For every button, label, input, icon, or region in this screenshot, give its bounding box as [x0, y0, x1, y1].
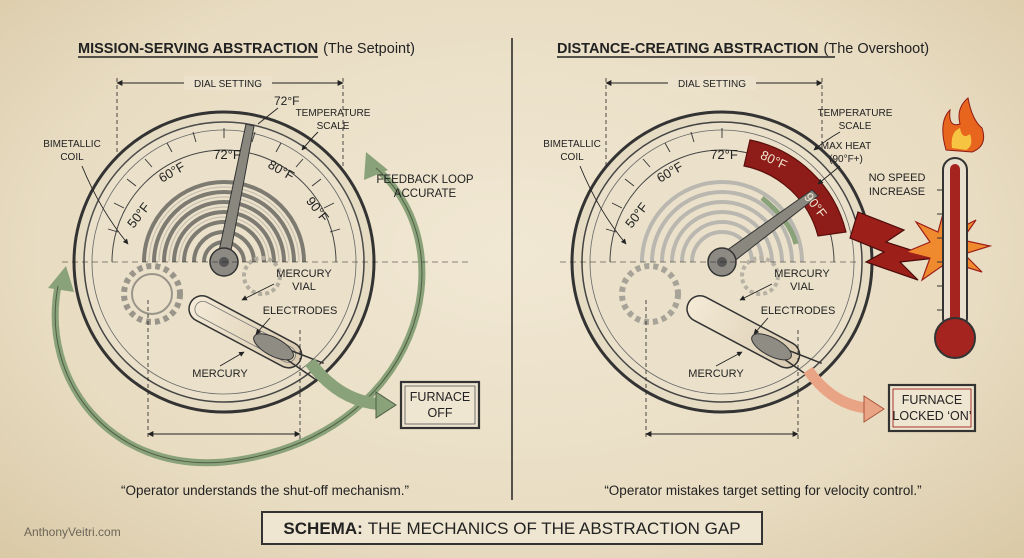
left-dial-setting-label: DIAL SETTING	[194, 79, 262, 90]
right-panel: DISTANCE-CREATING ABSTRACTION(The Oversh…	[543, 41, 993, 498]
left-electrodes: ELECTRODES	[263, 305, 338, 317]
left-setpoint-label: 72°F	[274, 94, 299, 108]
right-furnace-box	[887, 383, 977, 433]
left-bimetallic-2: COIL	[60, 152, 84, 163]
left-mercury-vial-1: MERCURY	[276, 268, 332, 280]
thermometer-icon	[934, 97, 985, 359]
left-title: MISSION-SERVING ABSTRACTION(The Setpoint…	[78, 41, 415, 57]
credit-text: AnthonyVeitri.com	[24, 525, 121, 539]
right-temp-scale-1: TEMPERATURE	[818, 108, 893, 119]
left-panel: MISSION-SERVING ABSTRACTION(The Setpoint…	[43, 41, 481, 498]
right-title: DISTANCE-CREATING ABSTRACTION(The Oversh…	[557, 41, 929, 57]
left-quote: “Operator understands the shut-off mecha…	[121, 483, 409, 498]
right-no-speed-2: INCREASE	[869, 186, 925, 198]
right-max-heat-2: (90°F+)	[829, 154, 863, 165]
right-tick-72: 72°F	[710, 147, 738, 162]
right-no-speed-1: NO SPEED	[869, 172, 926, 184]
right-furnace-1: FURNACE	[902, 393, 962, 407]
right-overshoot-zone	[743, 139, 847, 237]
right-furnace-2: LOCKED ‘ON’	[892, 409, 971, 423]
left-furnace-arrow	[305, 358, 379, 410]
left-tick-72: 72°F	[213, 147, 241, 162]
left-mercury-label: MERCURY	[192, 368, 248, 380]
lightning-bolt-icon	[849, 211, 937, 281]
right-mercury-vial-1: MERCURY	[774, 268, 830, 280]
right-dial-setting-label: DIAL SETTING	[678, 79, 746, 90]
right-max-heat-1: MAX HEAT	[821, 141, 871, 152]
right-quote: “Operator mistakes target setting for ve…	[604, 483, 921, 498]
left-mercury-vial-2: VIAL	[292, 281, 316, 293]
right-bimetallic-2: COIL	[560, 152, 584, 163]
right-mercury-label: MERCURY	[688, 368, 744, 380]
right-furnace-arrow	[803, 366, 867, 414]
left-temp-scale-1: TEMPERATURE	[296, 108, 371, 119]
left-feedback-2: ACCURATE	[394, 188, 457, 200]
left-furnace-2: OFF	[428, 406, 453, 420]
left-furnace-box	[399, 380, 481, 430]
left-temp-scale-2: SCALE	[317, 121, 350, 132]
left-furnace-1: FURNACE	[410, 390, 470, 404]
left-bimetallic-1: BIMETALLIC	[43, 139, 101, 150]
schema-box	[261, 511, 763, 545]
right-electrodes: ELECTRODES	[761, 305, 836, 317]
right-temp-scale-2: SCALE	[839, 121, 872, 132]
right-mercury-vial-2: VIAL	[790, 281, 814, 293]
schema-title: SCHEMA:THE MECHANICS OF THE ABSTRACTION …	[283, 519, 740, 538]
right-bimetallic-1: BIMETALLIC	[543, 139, 601, 150]
left-feedback-1: FEEDBACK LOOP	[376, 174, 473, 186]
